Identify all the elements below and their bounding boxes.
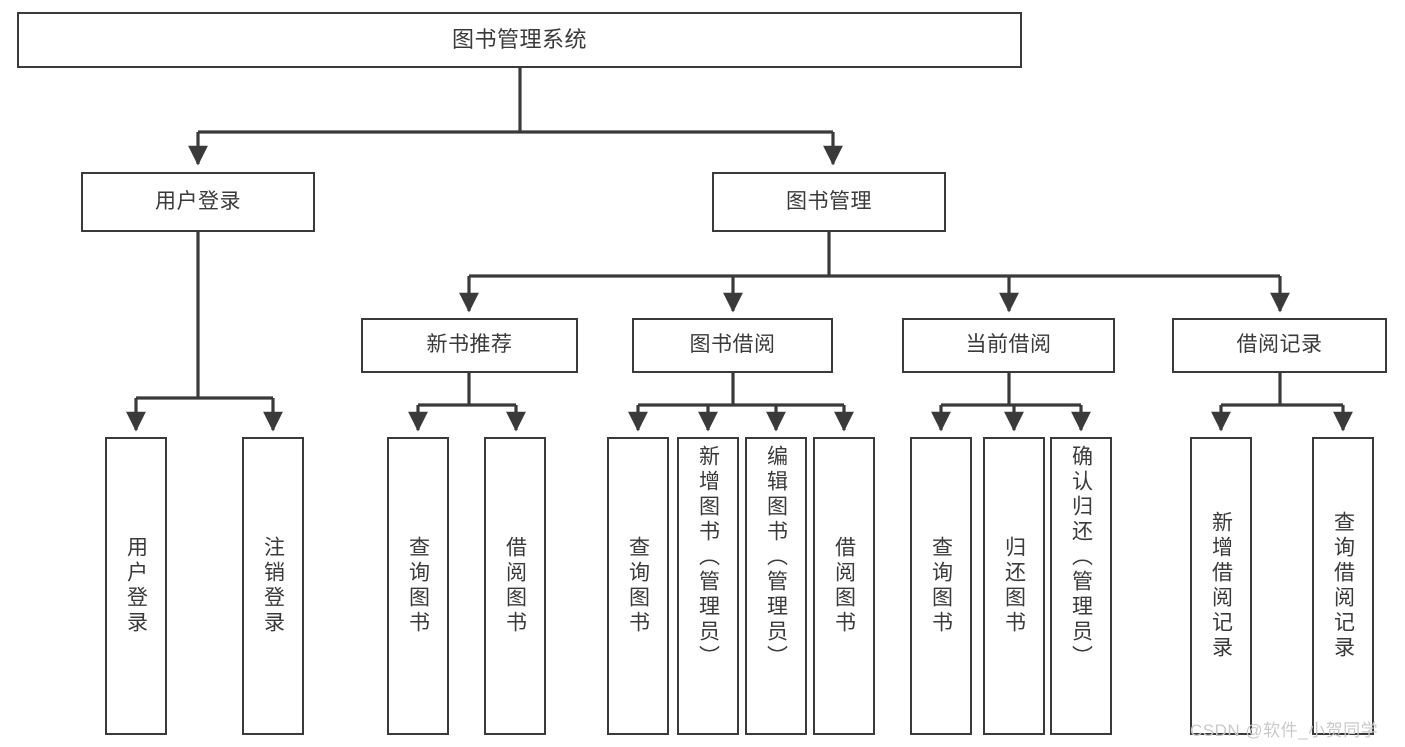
leaf-edit-book-admin[interactable]: 编辑图书（管理员） [745, 437, 807, 735]
leaf-query-book-recommend-label: 查询图书 [406, 536, 430, 636]
leaf-confirm-return-admin-label: 确认归还（管理员） [1069, 445, 1093, 670]
leaf-user-login[interactable]: 用户登录 [105, 437, 167, 735]
leaf-confirm-return-admin[interactable]: 确认归还（管理员） [1050, 437, 1112, 735]
node-current-borrow[interactable]: 当前借阅 [902, 318, 1115, 373]
leaf-add-borrow-record[interactable]: 新增借阅记录 [1190, 437, 1252, 735]
leaf-query-book-recommend[interactable]: 查询图书 [387, 437, 449, 735]
node-root[interactable]: 图书管理系统 [17, 12, 1022, 68]
leaf-query-book-borrow-label: 查询图书 [626, 536, 650, 636]
node-borrow-record-label: 借阅记录 [1236, 333, 1323, 357]
leaf-query-borrow-record[interactable]: 查询借阅记录 [1312, 437, 1374, 735]
leaf-add-book-admin[interactable]: 新增图书（管理员） [677, 437, 739, 735]
leaf-query-book-current[interactable]: 查询图书 [910, 437, 972, 735]
leaf-borrow-book-recommend[interactable]: 借阅图书 [484, 437, 546, 735]
node-borrow-record[interactable]: 借阅记录 [1172, 318, 1387, 373]
leaf-add-borrow-record-label: 新增借阅记录 [1209, 511, 1233, 661]
node-user-login[interactable]: 用户登录 [81, 172, 315, 232]
node-user-login-label: 用户登录 [155, 189, 241, 213]
leaf-add-book-admin-label: 新增图书（管理员） [696, 445, 720, 670]
leaf-edit-book-admin-label: 编辑图书（管理员） [764, 445, 788, 670]
leaf-return-book[interactable]: 归还图书 [983, 437, 1045, 735]
node-new-book-recommend-label: 新书推荐 [426, 333, 513, 357]
leaf-borrow-book[interactable]: 借阅图书 [813, 437, 875, 735]
node-book-borrow-label: 图书借阅 [689, 333, 776, 357]
leaf-query-book-borrow[interactable]: 查询图书 [607, 437, 669, 735]
leaf-borrow-book-recommend-label: 借阅图书 [503, 536, 527, 636]
leaf-borrow-book-label: 借阅图书 [832, 536, 856, 636]
leaf-logout-label: 注销登录 [261, 536, 285, 636]
node-book-management[interactable]: 图书管理 [712, 172, 946, 232]
leaf-query-book-current-label: 查询图书 [929, 536, 953, 636]
leaf-user-login-label: 用户登录 [124, 536, 148, 636]
csdn-watermark: CSDN @软件_小贺同学 [1190, 721, 1379, 740]
node-book-management-label: 图书管理 [786, 189, 872, 213]
leaf-return-book-label: 归还图书 [1002, 536, 1026, 636]
node-root-label: 图书管理系统 [451, 27, 587, 53]
leaf-query-borrow-record-label: 查询借阅记录 [1331, 511, 1355, 661]
node-new-book-recommend[interactable]: 新书推荐 [361, 318, 578, 373]
node-current-borrow-label: 当前借阅 [965, 333, 1052, 357]
node-book-borrow[interactable]: 图书借阅 [632, 318, 833, 373]
leaf-logout[interactable]: 注销登录 [242, 437, 304, 735]
